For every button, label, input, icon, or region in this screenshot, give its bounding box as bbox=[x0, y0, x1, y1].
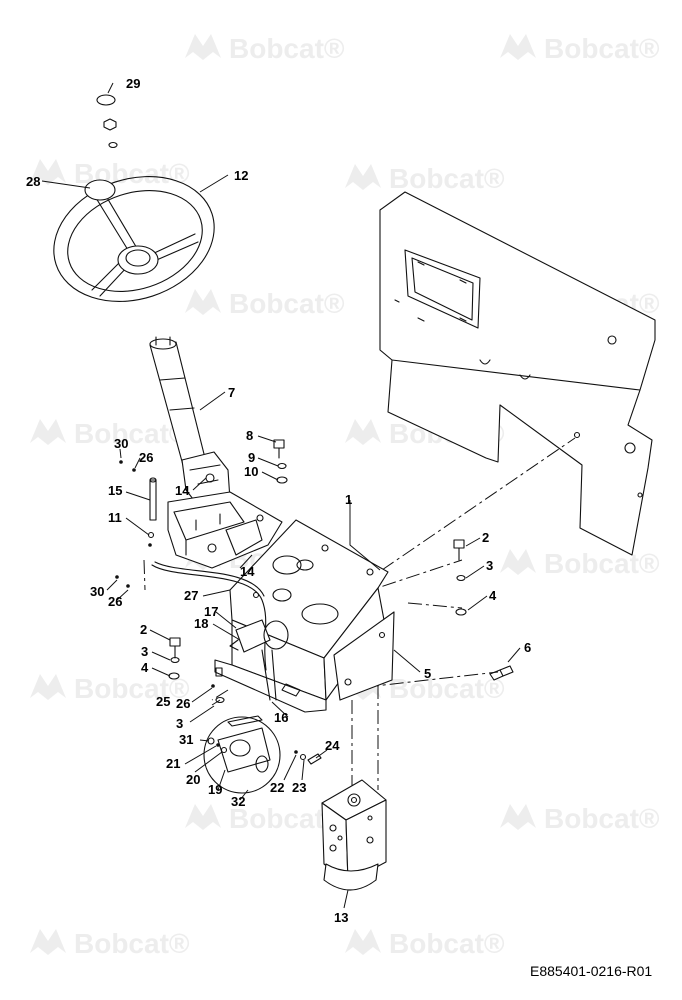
callout-6: 6 bbox=[524, 640, 531, 655]
drawing-code: E885401-0216-R01 bbox=[530, 963, 652, 979]
callout-20: 20 bbox=[186, 772, 200, 787]
callout-26: 26 bbox=[176, 696, 190, 711]
svg-text:Bobcat®: Bobcat® bbox=[389, 163, 505, 194]
callout-5: 5 bbox=[424, 666, 431, 681]
callout-18: 18 bbox=[194, 616, 208, 631]
watermark-logo: Bobcat® bbox=[185, 288, 345, 319]
callout-30: 30 bbox=[114, 436, 128, 451]
callout-19: 19 bbox=[208, 782, 222, 797]
column-mount-bracket bbox=[167, 491, 283, 569]
callout-30: 30 bbox=[90, 584, 104, 599]
callout-15: 15 bbox=[108, 483, 122, 498]
callout-4: 4 bbox=[489, 588, 497, 603]
callout-labels: 29 28 12 7 8 9 10 30 26 15 11 14 14 1 2 … bbox=[26, 76, 531, 925]
callout-3: 3 bbox=[486, 558, 493, 573]
steering-valve bbox=[321, 779, 387, 891]
callout-21: 21 bbox=[166, 756, 180, 771]
leader-lines bbox=[41, 82, 521, 909]
svg-text:Bobcat®: Bobcat® bbox=[229, 288, 345, 319]
callout-14: 14 bbox=[240, 564, 255, 579]
callout-14: 14 bbox=[175, 483, 190, 498]
callout-13: 13 bbox=[334, 910, 348, 925]
callout-9: 9 bbox=[248, 450, 255, 465]
dash-panel bbox=[379, 191, 656, 556]
callout-7: 7 bbox=[228, 385, 235, 400]
callout-32: 32 bbox=[231, 794, 245, 809]
steering-wheel bbox=[53, 94, 215, 302]
svg-text:Bobcat®: Bobcat® bbox=[229, 33, 345, 64]
callout-16: 16 bbox=[274, 710, 288, 725]
watermark-logo: Bobcat® bbox=[500, 803, 660, 834]
callout-29: 29 bbox=[126, 76, 140, 91]
watermark-logo: Bobcat® bbox=[345, 928, 505, 959]
detail-inset bbox=[203, 715, 281, 794]
callout-2: 2 bbox=[140, 622, 147, 637]
callout-25: 25 bbox=[156, 694, 170, 709]
callout-8: 8 bbox=[246, 428, 253, 443]
callout-26: 26 bbox=[108, 594, 122, 609]
callout-23: 23 bbox=[292, 780, 306, 795]
callout-1: 1 bbox=[345, 492, 352, 507]
svg-text:Bobcat®: Bobcat® bbox=[544, 33, 660, 64]
callout-31: 31 bbox=[179, 732, 193, 747]
watermark-logo: Bobcat® bbox=[30, 928, 190, 959]
svg-text:Bobcat®: Bobcat® bbox=[74, 928, 190, 959]
callout-22: 22 bbox=[270, 780, 284, 795]
svg-text:Bobcat®: Bobcat® bbox=[544, 803, 660, 834]
callout-3: 3 bbox=[176, 716, 183, 731]
callout-3: 3 bbox=[141, 644, 148, 659]
svg-text:Bobcat®: Bobcat® bbox=[74, 673, 190, 704]
callout-4: 4 bbox=[141, 660, 149, 675]
side-bracket bbox=[333, 611, 395, 701]
callout-27: 27 bbox=[184, 588, 198, 603]
watermark-logo: Bobcat® bbox=[185, 33, 345, 64]
watermark-logo: Bobcat® bbox=[345, 163, 505, 194]
svg-text:Bobcat®: Bobcat® bbox=[389, 928, 505, 959]
callout-26: 26 bbox=[139, 450, 153, 465]
cable-and-switch bbox=[151, 561, 289, 701]
svg-text:Bobcat®: Bobcat® bbox=[544, 548, 660, 579]
callout-2: 2 bbox=[482, 530, 489, 545]
callout-24: 24 bbox=[325, 738, 340, 753]
fasteners bbox=[115, 439, 514, 765]
watermark-logo: Bobcat® bbox=[30, 418, 190, 449]
callout-17: 17 bbox=[204, 604, 218, 619]
watermark-logo: Bobcat® bbox=[500, 33, 660, 64]
svg-text:Bobcat®: Bobcat® bbox=[74, 418, 190, 449]
watermark-logo: Bobcat® bbox=[185, 803, 345, 834]
watermark-logo: Bobcat® bbox=[500, 548, 660, 579]
callout-10: 10 bbox=[244, 464, 258, 479]
callout-11: 11 bbox=[108, 510, 122, 525]
callout-28: 28 bbox=[26, 174, 40, 189]
callout-12: 12 bbox=[234, 168, 248, 183]
